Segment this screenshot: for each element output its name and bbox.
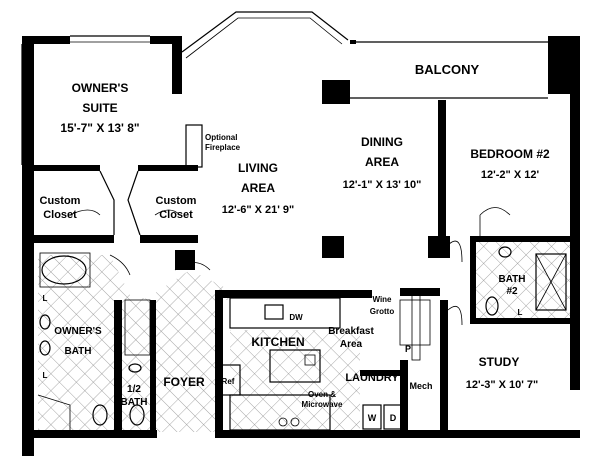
sink-left-1 xyxy=(39,314,51,330)
fixture-lines xyxy=(21,35,567,431)
kitchen-floor xyxy=(230,330,360,430)
half-bath-label-2: BATH xyxy=(120,397,147,408)
study-label: STUDY xyxy=(479,355,520,369)
fireplace-label-2: Fireplace xyxy=(205,143,241,152)
bedroom2-label: BEDROOM #2 xyxy=(470,147,550,161)
wine-grotto-label-1: Wine xyxy=(372,295,392,304)
owners-bath-label-1: OWNER'S xyxy=(54,326,102,337)
fixture-labels: DW Ref Oven & Microwave P Mech W D L L L xyxy=(43,294,523,423)
bedroom2-dims: 12'-2" X 12' xyxy=(481,169,540,181)
kitchen-sink xyxy=(264,304,284,320)
sink-half-bath xyxy=(128,363,142,373)
half-bath-label-1: 1/2 xyxy=(127,384,141,395)
wine-grotto-label-2: Grotto xyxy=(370,307,395,316)
toilet-bath2 xyxy=(485,296,499,316)
dining-dims: 12'-1" X 13' 10" xyxy=(343,179,422,191)
mech-label: Mech xyxy=(409,381,432,391)
bath2-label-2: #2 xyxy=(506,286,518,297)
toilet-half-bath xyxy=(129,404,145,426)
dryer-label: D xyxy=(390,413,397,423)
foyer-floor xyxy=(152,270,230,432)
shower-bath2 xyxy=(535,253,567,311)
bath2-floor xyxy=(475,240,570,320)
dining-label-2: AREA xyxy=(365,155,399,169)
sink-bath2 xyxy=(498,246,512,258)
linen-label-3: L xyxy=(518,308,523,317)
tiled-floors xyxy=(38,240,570,432)
bath2-label-1: BATH xyxy=(498,274,525,285)
owners-suite-label-2: SUITE xyxy=(82,101,117,115)
oven-label-1: Oven & xyxy=(308,390,336,399)
closet-left-label-2: Closet xyxy=(43,209,77,221)
living-label-1: LIVING xyxy=(238,161,278,175)
laundry-label: LAUNDRY xyxy=(345,372,399,384)
study-dims: 12'-3" X 10' 7" xyxy=(466,379,539,391)
toilet-owners xyxy=(92,404,108,426)
oven-label-2: Microwave xyxy=(302,400,343,409)
kitchen-counter-bottom xyxy=(229,394,331,431)
owners-suite-dims: 15'-7" X 13' 8" xyxy=(60,121,139,135)
washer-label: W xyxy=(368,413,377,423)
linen-label-2: L xyxy=(43,371,48,380)
owners-suite-label-1: OWNER'S xyxy=(72,81,129,95)
ref-label: Ref xyxy=(222,377,235,386)
linen-label-1: L xyxy=(43,294,48,303)
foyer-label: FOYER xyxy=(163,375,205,389)
kitchen-island xyxy=(269,349,321,383)
pantry-label: P xyxy=(405,344,411,354)
bathtub xyxy=(41,255,87,285)
closet-right-label-1: Custom xyxy=(156,195,197,207)
kitchen-label: KITCHEN xyxy=(251,335,304,349)
breakfast-label-1: Breakfast xyxy=(328,326,374,337)
room-labels: OWNER'S SUITE 15'-7" X 13' 8" BALCONY Op… xyxy=(40,62,550,408)
dw-label: DW xyxy=(289,313,303,322)
closet-left-label-1: Custom xyxy=(40,195,81,207)
owners-bath-floor xyxy=(38,255,152,430)
living-dims: 12'-6" X 21' 9" xyxy=(222,204,295,216)
dining-label-1: DINING xyxy=(361,135,403,149)
dryer xyxy=(383,404,403,430)
sink-left-2 xyxy=(39,340,51,356)
fireplace xyxy=(185,124,203,168)
owners-bath-label-2: BATH xyxy=(64,346,91,357)
breakfast-label-2: Area xyxy=(340,339,363,350)
closet-right-label-2: Closet xyxy=(159,209,193,221)
living-label-2: AREA xyxy=(241,181,275,195)
kitchen-counter-top xyxy=(229,297,341,329)
fireplace-label-1: Optional xyxy=(205,133,237,142)
walls xyxy=(22,11,580,456)
balcony-label: BALCONY xyxy=(415,62,480,77)
washer xyxy=(362,404,382,430)
